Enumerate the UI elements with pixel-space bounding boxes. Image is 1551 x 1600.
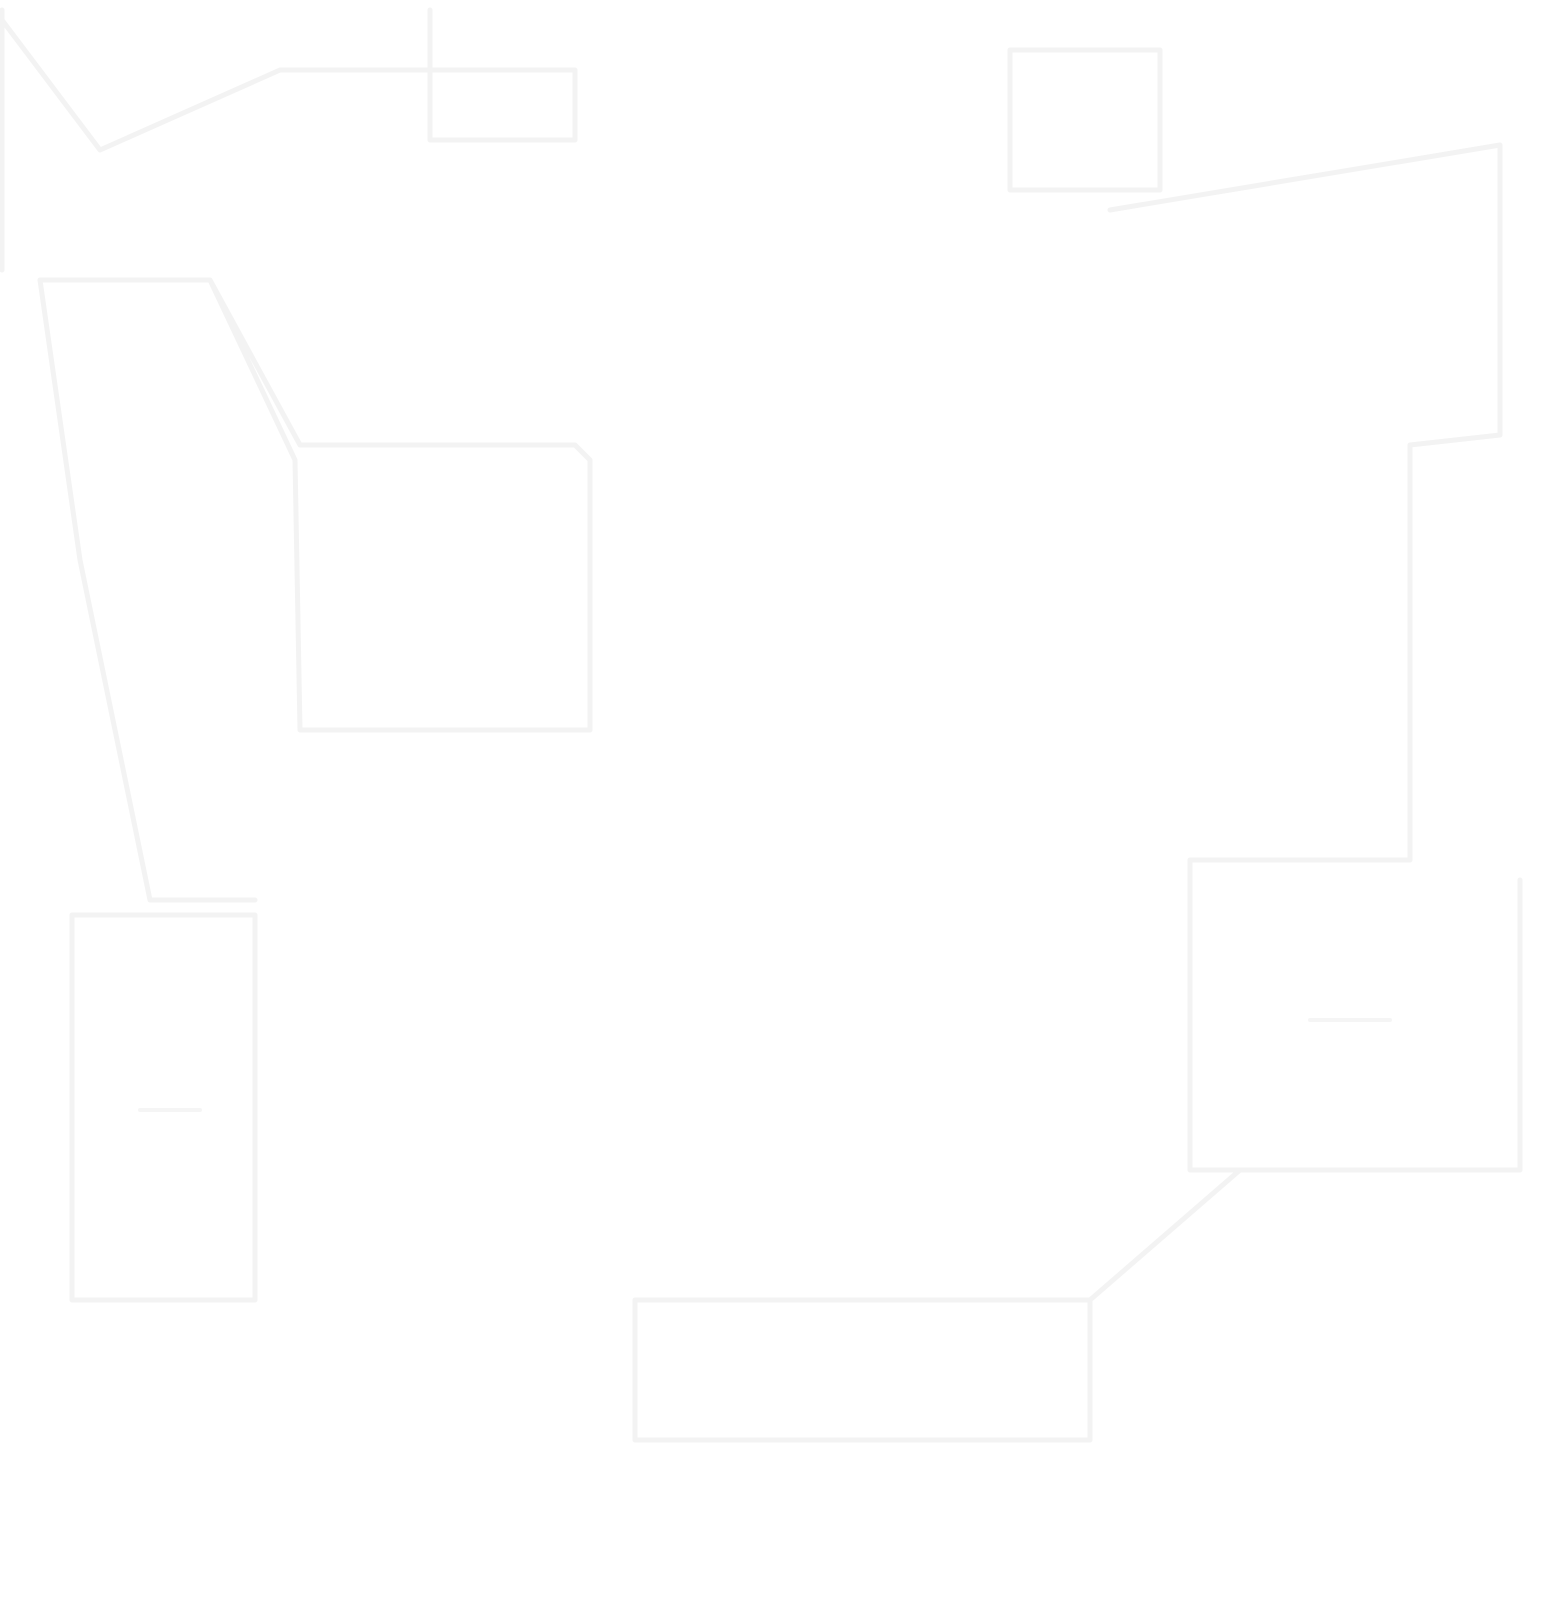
shape-bottom-left xyxy=(69,912,258,1303)
shape-bottom-center xyxy=(632,1167,1243,1443)
shape-right-tall xyxy=(1007,47,1523,1173)
shape-left-trapezoid xyxy=(37,277,593,903)
shape-top-left xyxy=(0,7,578,273)
